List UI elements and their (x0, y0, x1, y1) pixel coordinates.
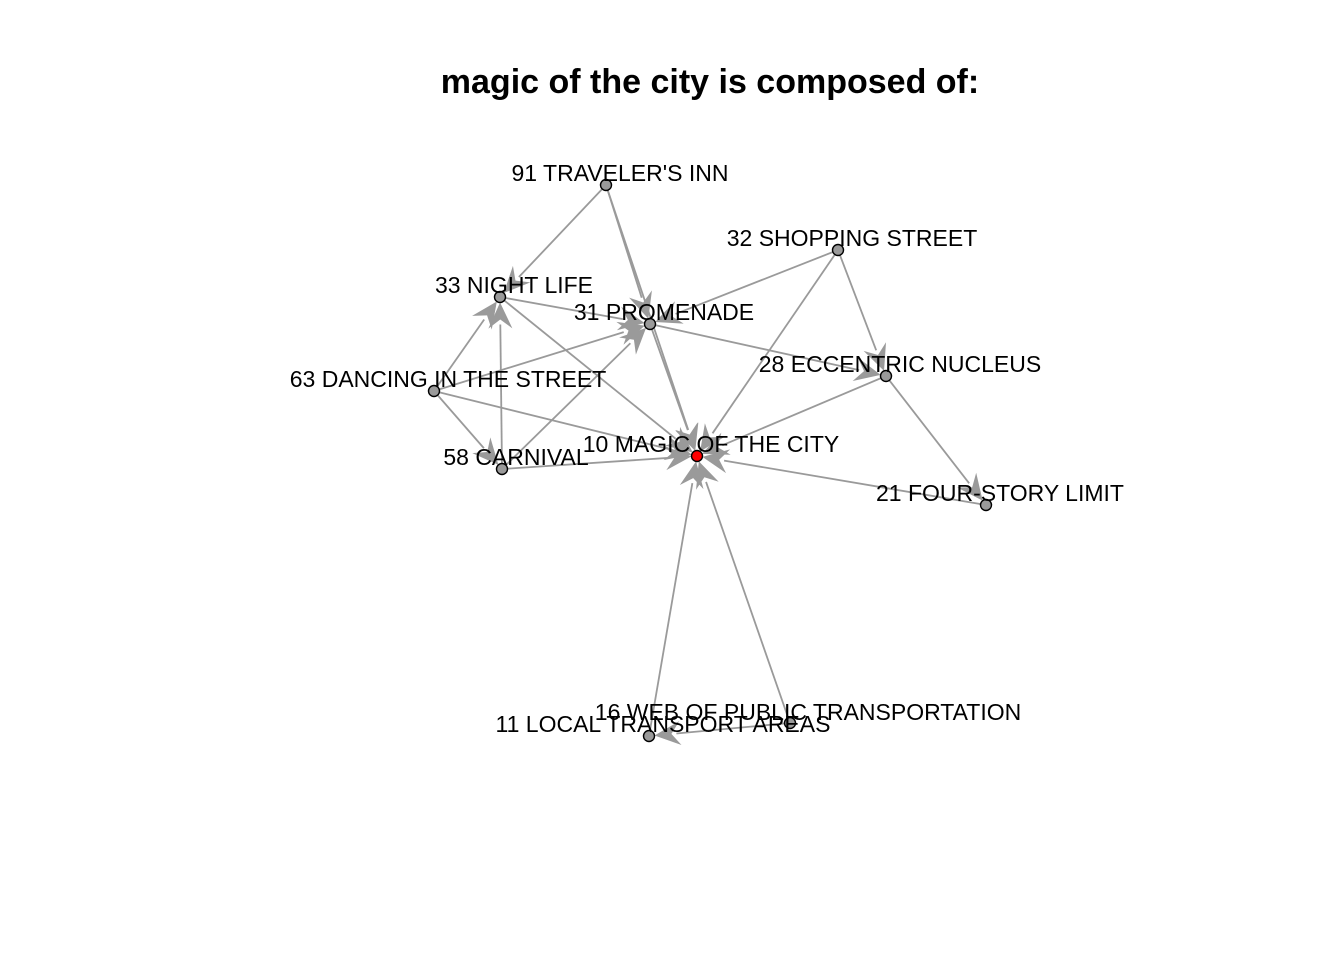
edge-n33-n31 (499, 296, 624, 321)
arrowhead-n63-n31 (616, 321, 645, 345)
edge-n91-n10 (605, 184, 690, 431)
arrowhead-n33-n10 (664, 426, 693, 453)
node-label-n63: 63 DANCING IN THE STREET (290, 366, 607, 392)
node-n10 (690, 449, 704, 463)
labels-layer: 91 TRAVELER'S INN 32 SHOPPING STREET 33 NI… (290, 160, 1124, 737)
node-label-n10: 10 MAGIC OF THE CITY (583, 431, 839, 457)
edge-n32-n31 (675, 249, 839, 315)
arrowhead-n16-n10 (696, 461, 719, 490)
edges-layer (433, 184, 987, 746)
edge-n63-n58 (433, 390, 485, 449)
node-label-n21: 21 FOUR-STORY LIMIT (876, 480, 1124, 506)
node-n21 (979, 498, 993, 512)
arrowhead-n32-n28 (863, 342, 886, 371)
arrowhead-n32-n10 (700, 423, 725, 452)
arrowhead-n31-n28 (852, 357, 881, 381)
arrowhead-n91-n33 (503, 265, 531, 294)
node-n11 (642, 729, 656, 743)
node-label-n33: 33 NIGHT LIFE (435, 272, 593, 298)
edge-n91-n33 (518, 184, 607, 278)
node-n91 (599, 178, 613, 192)
edge-n63-n31 (433, 331, 625, 392)
node-n28 (879, 369, 893, 383)
edge-n21-n10 (723, 459, 987, 506)
node-n63 (427, 384, 441, 398)
edge-n28-n10 (721, 375, 887, 447)
edge-n58-n10 (501, 456, 670, 470)
edge-n58-n31 (501, 342, 631, 470)
edge-n58-n33 (499, 324, 503, 470)
diagram-title: magic of the city is composed of: (441, 63, 979, 101)
edge-n63-n33 (433, 318, 485, 392)
arrowhead-n58-n10 (664, 446, 692, 471)
arrowhead-n28-n21 (957, 472, 983, 501)
edge-n28-n21 (885, 375, 970, 484)
arrowhead-n31-n10 (675, 422, 698, 451)
node-label-n31: 31 PROMENADE (574, 299, 754, 325)
node-label-n58: 58 CARNIVAL (443, 444, 589, 470)
node-label-n28: 28 ECCENTRIC NUCLEUS (759, 351, 1041, 377)
edge-n33-n10 (499, 296, 677, 440)
node-n32 (831, 243, 845, 257)
arrowhead-n21-n10 (702, 449, 731, 474)
edge-n32-n10 (711, 249, 839, 434)
arrowhead-n16-n11 (654, 721, 682, 746)
node-n33 (493, 290, 507, 304)
edge-n31-n10 (649, 323, 689, 431)
edge-n11-n10 (648, 482, 694, 737)
arrowhead-n32-n31 (655, 301, 684, 324)
arrowhead-n58-n31 (619, 327, 647, 355)
arrowhead-n63-n58 (472, 437, 499, 465)
edge-n16-n11 (676, 722, 791, 735)
node-n16 (783, 716, 797, 730)
edge-n16-n10 (705, 481, 791, 724)
edge-n31-n28 (649, 323, 860, 371)
arrowhead-n58-n33 (488, 302, 513, 329)
node-label-n91: 91 TRAVELER'S INN (511, 160, 728, 186)
arrowhead-n91-n31 (629, 290, 652, 319)
arrowhead-n63-n33 (472, 301, 497, 330)
node-label-n16: 16 WEB OF PUBLIC TRANSPORTATION (595, 699, 1021, 725)
arrowhead-n28-n10 (702, 432, 731, 455)
node-label-n32: 32 SHOPPING STREET (727, 225, 978, 251)
edge-n32-n28 (837, 249, 878, 351)
node-n58 (495, 462, 509, 476)
nodes-layer (427, 178, 993, 743)
node-label-n11: 11 LOCAL TRANSPORT AREAS (496, 711, 831, 737)
node-n31 (643, 317, 657, 331)
